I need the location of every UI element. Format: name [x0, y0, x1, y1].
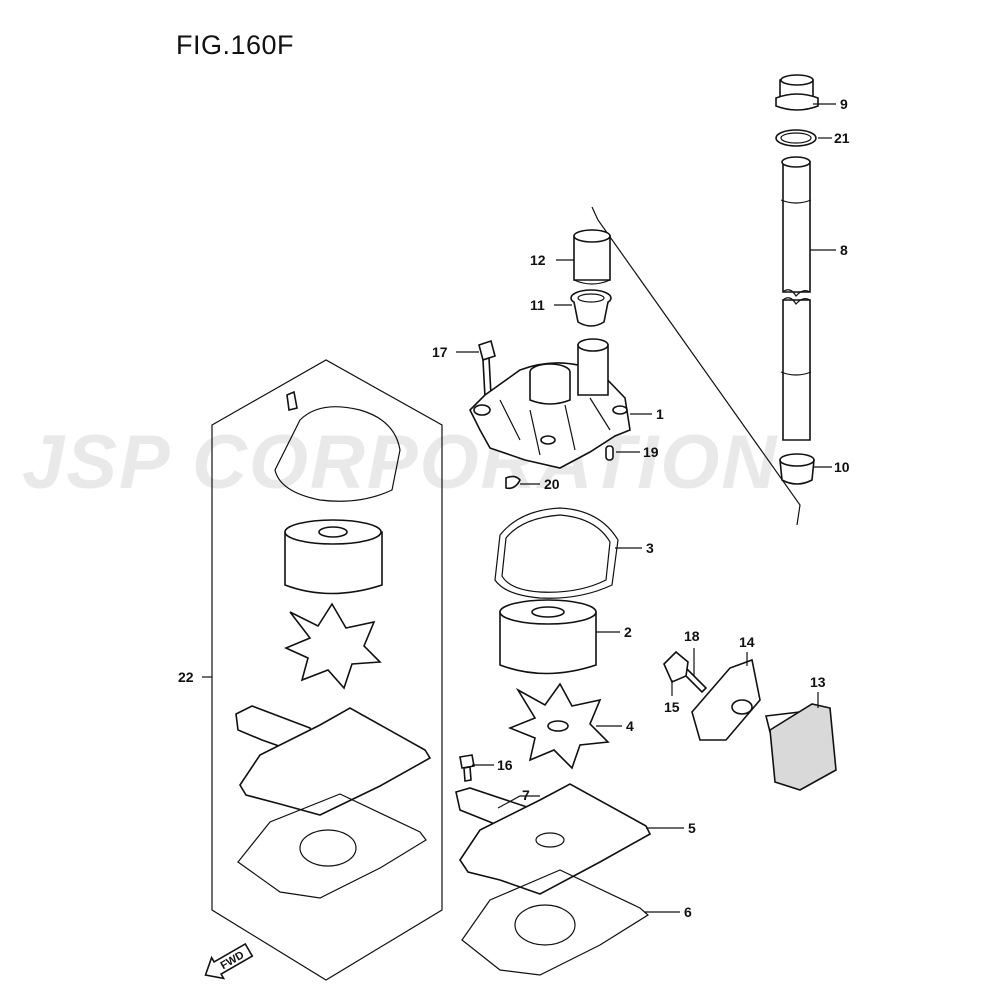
- figure-title: FIG.160F: [176, 30, 295, 60]
- callout-10: 10: [834, 459, 850, 475]
- fwd-label: FWD: [219, 949, 247, 972]
- part-21-oring: [775, 129, 817, 147]
- callout-7: 7: [522, 787, 530, 803]
- kit-22-enclosure: [211, 359, 443, 981]
- part-12-bushing: [573, 229, 611, 285]
- callout-8: 8: [840, 242, 848, 258]
- watermark: JSP CORPORATION: [22, 420, 778, 505]
- part-20-key: [505, 475, 521, 490]
- part-16-bolt: [459, 754, 475, 782]
- callout-18: 18: [684, 628, 700, 644]
- callout-2: 2: [624, 624, 632, 640]
- callout-leaders: [202, 103, 836, 913]
- part-11-seal: [570, 289, 612, 327]
- callout-17: 17: [432, 344, 448, 360]
- callout-13: 13: [810, 674, 826, 690]
- callout-19: 19: [643, 444, 659, 460]
- callout-16: 16: [497, 757, 513, 773]
- part-4-impeller: [507, 682, 610, 770]
- part-19-pin: [605, 445, 614, 461]
- callout-21: 21: [834, 130, 850, 146]
- callout-20: 20: [544, 476, 560, 492]
- part-5-wear-plate: [459, 783, 652, 895]
- callout-12: 12: [530, 252, 546, 268]
- fwd-arrow-icon: FWD: [204, 942, 254, 980]
- part-1-pump-case: [469, 338, 631, 469]
- part-13-block: [765, 703, 837, 791]
- callout-1: 1: [656, 406, 664, 422]
- callout-14: 14: [739, 634, 755, 650]
- callout-9: 9: [840, 96, 848, 112]
- part-10-grommet: [779, 453, 815, 485]
- part-14-bracket: [691, 658, 761, 741]
- callout-6: 6: [684, 904, 692, 920]
- part-8-water-tube: [780, 156, 812, 441]
- part-2-liner: [499, 599, 597, 675]
- part-3-gasket: [494, 507, 619, 599]
- part-6-gasket: [461, 869, 650, 976]
- part-15-knob: [663, 650, 689, 684]
- callout-3: 3: [646, 540, 654, 556]
- part-9-grommet: [775, 74, 819, 111]
- callout-22: 22: [178, 669, 194, 685]
- callout-11: 11: [530, 297, 545, 313]
- callout-labels: 9 21 8 10 12 11 17 1 19 20 3 2 4 16 7 5 …: [178, 96, 850, 920]
- callout-4: 4: [626, 718, 634, 734]
- callout-15: 15: [664, 699, 680, 715]
- callout-5: 5: [688, 820, 696, 836]
- tube-group-line: [591, 206, 801, 526]
